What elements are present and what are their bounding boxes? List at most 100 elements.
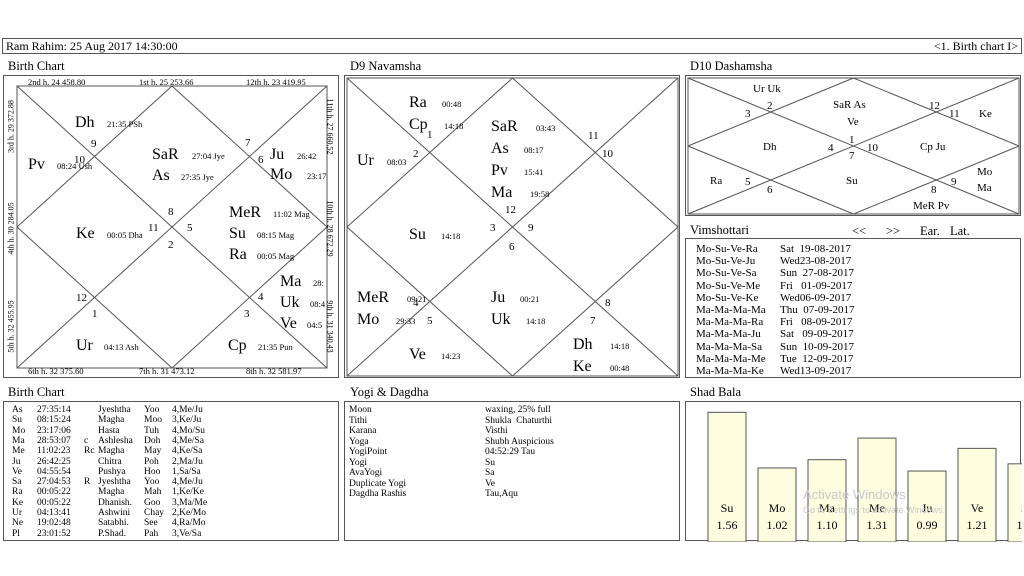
planet-cell: Hasta (98, 425, 120, 436)
yogi-key: Dagdha Rashis (349, 489, 407, 499)
d10-chart-label: MeR Pv (913, 200, 950, 212)
house-divider (512, 226, 679, 377)
d9-chart-label: 29:33 (396, 316, 415, 326)
planet-cell: Yoo (144, 477, 160, 488)
birth-chart-label: 04:5 (307, 320, 322, 330)
planet-cell: 28:53:07 (37, 435, 71, 446)
d9-chart-label: 14:18 (444, 121, 463, 131)
house-12-label: 12th h. 23 419.95 (246, 77, 306, 87)
birth-chart-label: 28: (313, 278, 324, 288)
dasha-date: Wed06-09-2017 (780, 291, 852, 304)
birth-chart-label: 2 (168, 239, 174, 251)
birth-chart-label: 1 (92, 308, 98, 320)
dasha-date: Wed13-09-2017 (780, 365, 852, 377)
d9-chart-label: 14:18 (526, 316, 545, 326)
d10-chart-label: 8 (931, 184, 937, 196)
planet-cell: 2,Ke/Mo (172, 508, 207, 518)
planet-cell: 1,Ke/Ke (172, 487, 204, 498)
planet-cell: 26:42:25 (37, 456, 71, 467)
d10-chart-label: Ur Uk (753, 83, 781, 95)
dasha-date: Tue 12-09-2017 (780, 352, 854, 365)
planet-cell: 08:15:24 (37, 415, 71, 426)
d10-chart-label: SaR As (833, 99, 866, 111)
birth-chart-label: Mo (270, 166, 292, 183)
d9-chart-label: 8 (605, 297, 611, 309)
shadbala-bar-label: Mo (769, 501, 786, 515)
d10-chart-label: 3 (745, 108, 751, 120)
birth-chart-label: Ve (280, 315, 297, 332)
chart-selector[interactable]: <1. Birth chart I> (933, 39, 1018, 53)
shadbala-bar-label: Ve (971, 501, 984, 515)
d9-chart-label: 12 (505, 204, 516, 216)
d9-chart-label: 11 (588, 130, 599, 142)
birth-chart-label: Pv (28, 156, 45, 173)
birth-chart-label: 4 (258, 291, 264, 303)
shadbala-value-label: 1.02 (767, 518, 788, 532)
shadbala-bar (957, 447, 997, 542)
d10-chart-label: 10 (867, 142, 879, 154)
house-10-label: 10th h. 28 672.29 (325, 200, 335, 257)
dasha-period: Mo-Su-Ve-Sa (696, 267, 757, 280)
planet-cell: Mo (12, 425, 26, 436)
d9-chart-label: 10 (602, 148, 614, 160)
earlier-button[interactable]: Ear. (920, 224, 940, 238)
birth-chart-label: 11:02 Mag (273, 209, 311, 219)
birth-chart-label: 3 (244, 308, 250, 320)
planet-cell: c (84, 435, 89, 446)
house-2-label: 2nd h. 24 458.80 (28, 77, 86, 87)
planet-cell: See (144, 518, 158, 529)
next-button[interactable]: >> (886, 224, 901, 238)
d9-chart-label: 7 (590, 315, 596, 327)
planet-cell: 4,Ke/Sa (172, 446, 203, 457)
house-11-label: 11th h. 27 660.52 (325, 98, 335, 155)
d9-chart-label: Ve (409, 346, 426, 363)
shadbala-panel[interactable]: Su1.56Mo1.02Ma1.10Me1.31Ju0.99Ve1.21Sa1.… (685, 401, 1022, 542)
shadbala-bar (707, 411, 747, 542)
yogi-value: Visthi (485, 426, 508, 436)
dasha-date: Sat 09-09-2017 (780, 328, 854, 341)
shadbala-bar (757, 467, 797, 542)
dasha-period: Mo-Su-Ve-Ke (696, 291, 759, 304)
birth-chart-label: 00:05 Mag (257, 251, 295, 261)
d9-chart-label: Ma (491, 184, 512, 201)
d10-chart-label: Ke (979, 108, 992, 120)
planet-cell: 23:01:52 (37, 528, 71, 539)
d9-chart-label: 14:23 (441, 351, 460, 361)
shadbala-chart: Su1.56Mo1.02Ma1.10Me1.31Ju0.99Ve1.21Sa1.… (707, 411, 1022, 542)
d10-chart-label: Ra (710, 175, 722, 187)
yogi-value: 04:52:29 Tau (485, 447, 536, 457)
d9-chart-label: 14:18 (441, 231, 460, 241)
d9-chart-label: Ra (409, 94, 427, 111)
d10-chart-label: Mo (977, 166, 993, 178)
house-divider (853, 77, 1020, 147)
planet-cell: 11:02:23 (37, 446, 71, 457)
d9-chart-label: 00:48 (442, 99, 461, 109)
later-button[interactable]: Lat. (950, 224, 970, 238)
d10-chart-label: 2 (767, 100, 773, 112)
house-divider (16, 226, 173, 369)
dasha-period: Mo-Su-Ve-Ra (696, 243, 758, 255)
shadbala-bar (807, 459, 847, 542)
d9-chart-label: Su (409, 226, 426, 243)
shadbala-bar (1007, 463, 1022, 542)
d10-chart-label: 5 (745, 176, 751, 188)
planet-cell: 4,Mo/Su (172, 425, 205, 436)
planet-cell: 19:02:48 (37, 518, 71, 529)
planet-cell: Yoo (144, 405, 160, 415)
d9-chart-label: MeR (357, 289, 389, 306)
planet-cell: 04:55:54 (37, 466, 71, 477)
d9-chart-label: 00:21 (520, 294, 539, 304)
birth-chart-label: Ur (76, 337, 94, 354)
yogi-key: YogiPoint (349, 447, 388, 457)
birth-chart-label: 27:35 Jye (181, 172, 214, 182)
d9-chart-label: 15:41 (524, 167, 543, 177)
shadbala-bar-label: Ma (819, 501, 836, 515)
prev-button[interactable]: << (852, 224, 867, 238)
